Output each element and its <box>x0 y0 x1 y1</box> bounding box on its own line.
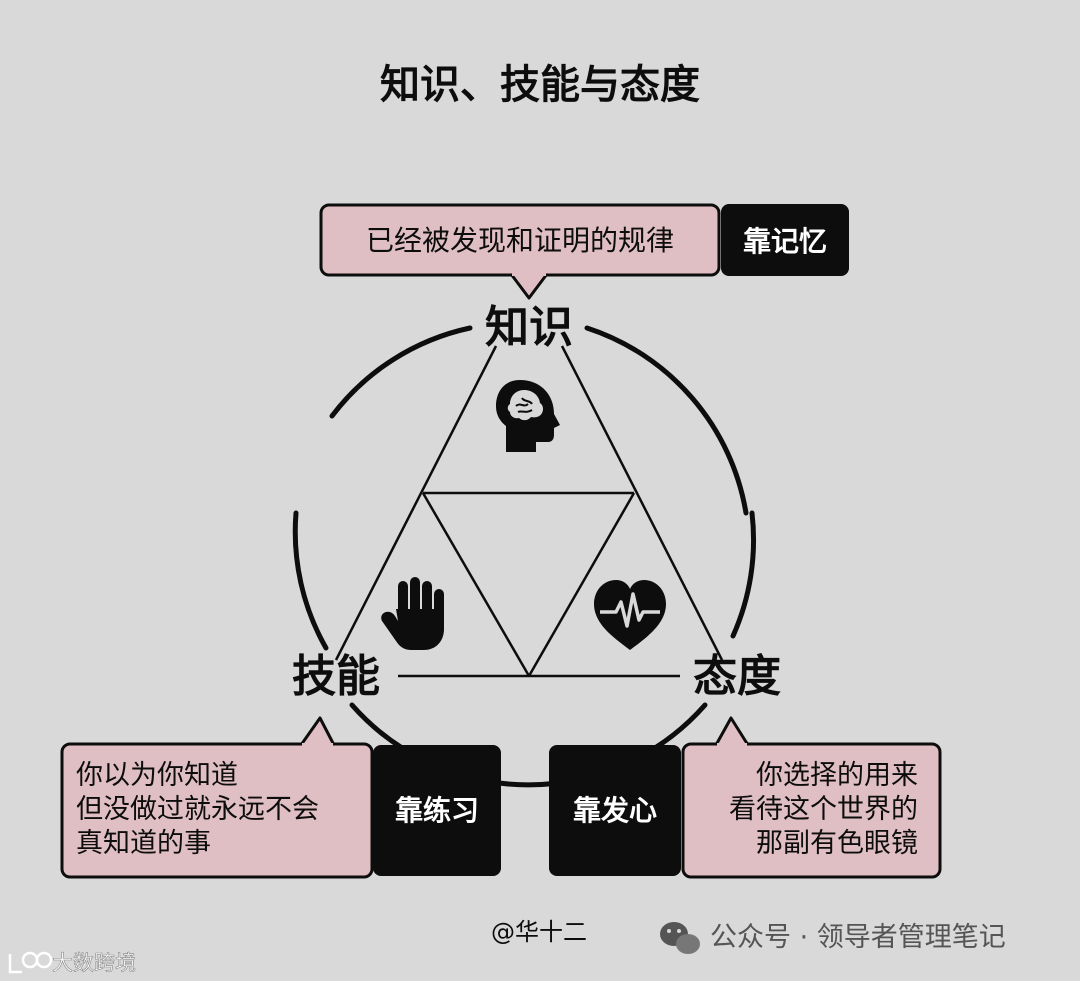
skill-description-line-2: 但没做过就永远不会 <box>76 794 319 825</box>
ring-arc-bottom <box>349 702 708 788</box>
skill-callout-pointer <box>299 716 336 746</box>
inner-left-edge <box>421 492 531 677</box>
attitude-callout-pointer <box>714 716 750 746</box>
skill-method: 靠练习 <box>395 794 479 827</box>
attitude-label: 态度 <box>693 651 781 702</box>
knowledge-method: 靠记忆 <box>743 225 827 258</box>
ring-arc-right <box>329 325 473 419</box>
outer-ring <box>292 325 757 788</box>
page-title: 知识、技能与态度 <box>380 62 700 108</box>
skill-callout-box <box>60 742 374 879</box>
knowledge-description: 已经被发现和证明的规律 <box>366 224 674 257</box>
knowledge-callout-pointer <box>509 273 549 300</box>
triforce-triangle <box>334 345 724 678</box>
author-credit: @华十二 <box>491 918 587 946</box>
heartbeat-icon <box>594 580 666 650</box>
knowledge-callout: 已经被发现和证明的规律 靠记忆 <box>319 203 849 300</box>
attitude-callout: 靠发心 你选择的用来 看待这个世界的 那副有色眼镜 <box>549 716 942 879</box>
knowledge-method-badge <box>721 204 849 276</box>
attitude-method: 靠发心 <box>573 794 657 827</box>
skill-label: 技能 <box>292 651 380 702</box>
attitude-method-badge <box>549 745 681 876</box>
inner-right-edge <box>527 492 636 677</box>
knowledge-label: 知识 <box>485 302 573 353</box>
ring-arc-left <box>584 325 749 516</box>
triangle-right-edge <box>560 345 724 661</box>
attitude-description-line-3: 那副有色眼镜 <box>756 828 918 859</box>
attitude-callout-box <box>681 742 942 879</box>
wechat-account: 公众号 · 领导者管理笔记 <box>710 922 1006 953</box>
triangle-left-edge <box>334 345 498 661</box>
watermark-text: 大数跨境 <box>52 951 136 975</box>
watermark-logo-icon <box>8 951 53 974</box>
wechat-icon <box>660 922 700 954</box>
skill-callout: 你以为你知道 但没做过就永远不会 真知道的事 靠练习 <box>60 716 501 879</box>
hand-icon <box>381 577 444 650</box>
skill-method-badge <box>373 745 501 876</box>
attitude-description-line-1: 你选择的用来 <box>756 760 918 791</box>
brain-head-icon <box>496 380 560 452</box>
attitude-description-line-2: 看待这个世界的 <box>729 794 918 825</box>
skill-description-line-1: 你以为你知道 <box>76 760 238 791</box>
ring-arc-lower-left <box>292 510 329 651</box>
skill-description-line-3: 真知道的事 <box>76 828 211 859</box>
ring-arc-lower-right <box>730 510 757 639</box>
